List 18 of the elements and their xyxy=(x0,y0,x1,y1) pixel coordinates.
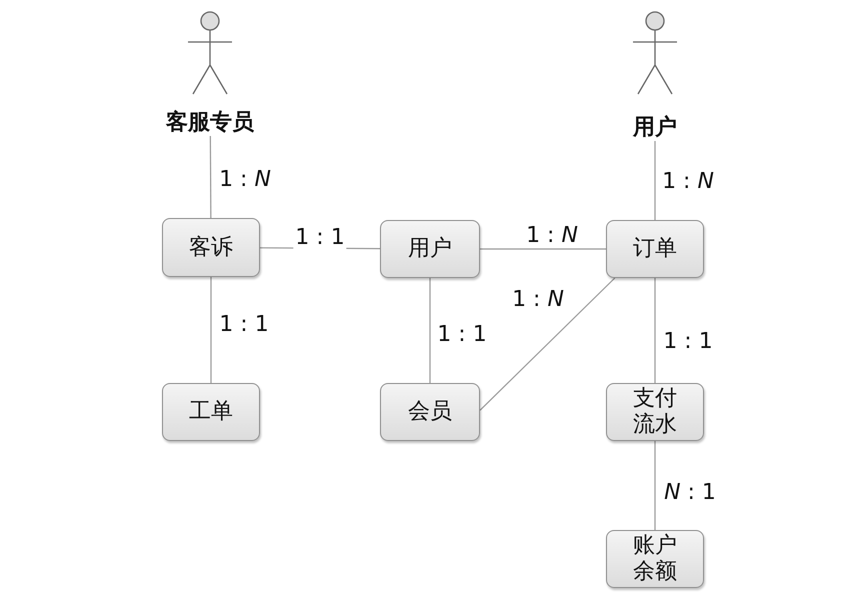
connector-line xyxy=(480,278,616,411)
entity-box: 订单 xyxy=(606,220,704,278)
entity-box: 用户 xyxy=(380,220,480,278)
connector-line xyxy=(654,441,656,530)
entity-box: 支付流水 xyxy=(606,383,704,441)
connector-line xyxy=(210,277,212,383)
connector-line xyxy=(654,278,656,383)
connector-line xyxy=(210,136,212,218)
entity-box: 会员 xyxy=(380,383,480,441)
actor-name: 用户 xyxy=(632,115,678,141)
connector-line xyxy=(429,278,431,383)
actor-name: 客服专员 xyxy=(164,110,255,136)
entity-box: 工单 xyxy=(162,383,260,441)
edge-label: 1 : 1 xyxy=(293,226,347,250)
entity-box: 客诉 xyxy=(162,218,260,277)
connector-line xyxy=(480,248,606,250)
entity-box: 账户余额 xyxy=(606,530,704,588)
connector-line xyxy=(654,141,656,220)
